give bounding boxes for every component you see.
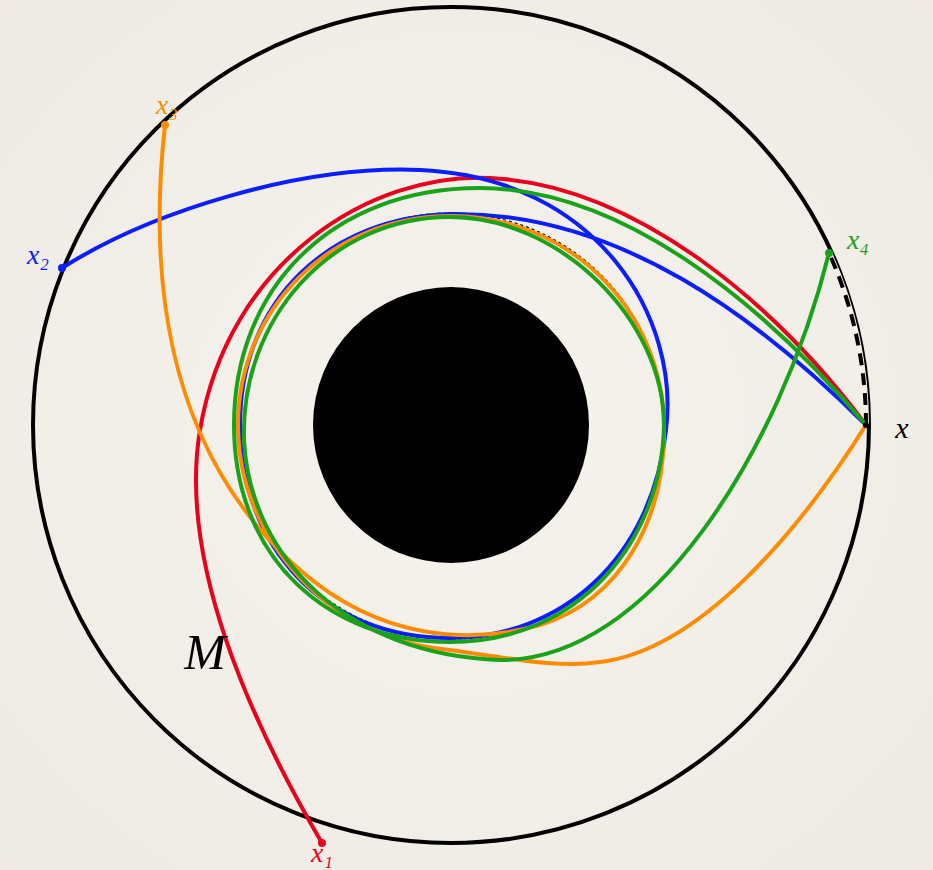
- boundary-circle: [33, 7, 869, 843]
- manifold-label: M: [184, 627, 226, 677]
- blue-geodesic: [62, 170, 866, 638]
- orange-geodesic: [160, 125, 866, 664]
- endpoint: [825, 249, 833, 257]
- endpoint: [161, 121, 169, 129]
- point-label: x₄: [847, 226, 869, 254]
- green-geodesic: [234, 188, 866, 660]
- point-label: x₂: [27, 241, 49, 269]
- endpoint: [863, 422, 869, 428]
- point-label: x: [895, 413, 908, 443]
- point-label: x₃: [156, 91, 178, 119]
- point-label: x₁: [311, 839, 333, 867]
- endpoint: [58, 264, 66, 272]
- black-hole: [313, 287, 589, 563]
